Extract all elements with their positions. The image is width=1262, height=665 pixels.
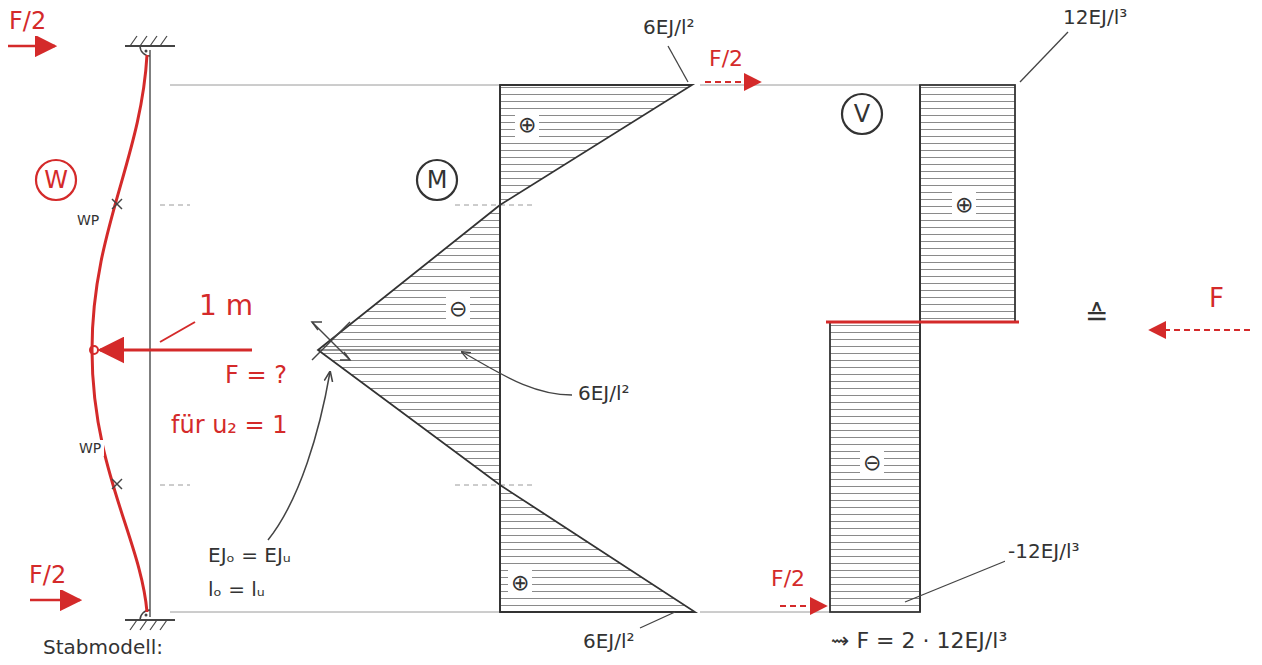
force-label: F [1206, 284, 1227, 314]
shear-value: -12EJ/l³ [1005, 540, 1083, 563]
circled-label: V [840, 92, 884, 136]
moment-value: 6EJ/l² [580, 630, 638, 653]
force-label: F/2 [706, 46, 746, 71]
length-note: lₒ = lᵤ [205, 578, 268, 601]
note-label: für u₂ = 1 [168, 412, 291, 440]
circle-letter: V [854, 102, 870, 126]
force-label: F/2 [26, 562, 69, 590]
force-label: F/2 [6, 8, 49, 36]
sign-symbol: ⊖ [446, 296, 470, 321]
stiffness-note: EJₒ = EJᵤ [205, 544, 294, 567]
circle-letter: W [44, 168, 68, 192]
sign-symbol: ⊕ [515, 112, 539, 137]
point-label: WP [74, 212, 102, 228]
result-formula: ⇝ F = 2 · 12EJ/l³ [828, 628, 1010, 653]
model-heading: Stabmodell: [40, 636, 166, 659]
dimension-label: 1 m [196, 290, 256, 322]
force-label: F = ? [222, 362, 290, 390]
circle-stroke [417, 160, 457, 200]
circle-stroke [842, 94, 882, 134]
moment-value: 6EJ/l² [640, 16, 698, 39]
sign-symbol: ⊕ [508, 570, 532, 595]
shear-value: 12EJ/l³ [1060, 6, 1130, 29]
sign-symbol: ⊖ [860, 450, 884, 475]
moment-value: 6EJ/l² [575, 382, 633, 405]
shear-diagram [780, 32, 1250, 612]
moment-diagram [268, 46, 760, 628]
circle-stroke [36, 160, 76, 200]
beam-system [8, 36, 252, 630]
circled-label: W [34, 158, 78, 202]
level-lines [160, 85, 920, 612]
circled-label: M [415, 158, 459, 202]
circle-letter: M [427, 168, 448, 192]
force-label: F/2 [768, 566, 808, 591]
sign-symbol: ⊕ [952, 192, 976, 217]
correspondence-sign: ≙ [1082, 300, 1111, 332]
point-label: WP [76, 440, 104, 456]
